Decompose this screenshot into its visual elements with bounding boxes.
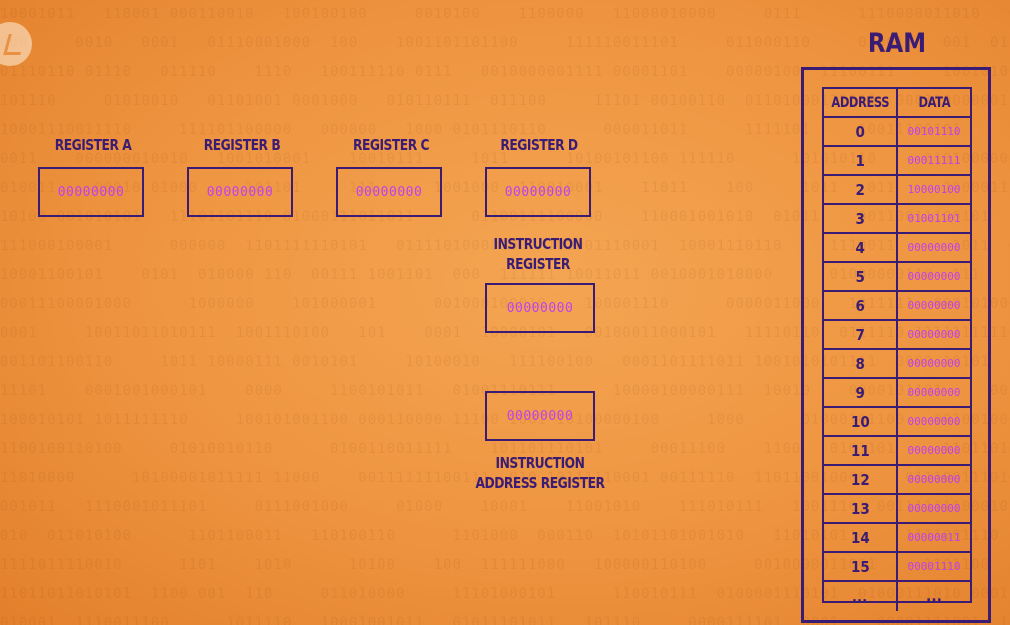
ram-row: 3 01001101	[824, 205, 970, 234]
instruction-address-register-label-line2: ADDRESS REGISTER	[475, 474, 605, 492]
instruction-address-register-label-line1: INSTRUCTION	[495, 454, 585, 472]
ram-row: 1 00011111	[824, 147, 970, 176]
ram-row: 4 00000000	[824, 234, 970, 263]
ram-address-cell: 4	[824, 234, 898, 261]
register-d-value: 00000000	[504, 184, 572, 200]
ram-table: ADDRESS DATA 0 00101110 1 00011111 2 10000100…	[822, 87, 972, 611]
register-d-label: REGISTER D	[500, 136, 578, 154]
ram-address-cell: 12	[824, 466, 898, 493]
register-a-box: 00000000	[38, 167, 144, 217]
ram-data-cell: 00000011	[907, 531, 961, 544]
ram-row: 12 00000000	[824, 466, 970, 495]
register-c-label: REGISTER C	[352, 136, 430, 154]
ram-row: 5 00000000	[824, 263, 970, 292]
ram-data-cell: 00000000	[907, 328, 961, 341]
ram-address-cell: 1	[824, 147, 898, 174]
ram-data-cell: 00000000	[907, 386, 961, 399]
ram-address-cell: 11	[824, 437, 898, 464]
ram-outer-frame	[801, 67, 991, 623]
instruction-register-label-line1: INSTRUCTION	[493, 235, 583, 253]
ram-data-cell: 01001101	[907, 212, 961, 225]
ram-address-cell: 15	[824, 553, 898, 580]
ram-header-address: ADDRESS	[824, 89, 898, 116]
ram-data-cell: 00000000	[907, 415, 961, 428]
register-a-label: REGISTER A	[54, 136, 132, 154]
register-c-value: 00000000	[355, 184, 423, 200]
register-a-value: 00000000	[57, 184, 125, 200]
ram-data-cell: 00101110	[907, 125, 961, 138]
ram-address-cell: 2	[824, 176, 898, 203]
ram-data-cell: 00000000	[907, 357, 961, 370]
ram-row: 8 00000000	[824, 350, 970, 379]
instruction-register-box: 00000000	[485, 283, 595, 333]
ram-data-cell: 00000000	[907, 444, 961, 457]
ram-address-cell: 5	[824, 263, 898, 290]
ram-row: 7 00000000	[824, 321, 970, 350]
ram-address-cell: 6	[824, 292, 898, 319]
ram-row: 2 10000100	[824, 176, 970, 205]
ram-row: 6 00000000	[824, 292, 970, 321]
ram-data-cell: 00000000	[907, 502, 961, 515]
register-d-box: 00000000	[485, 167, 591, 217]
ram-address-cell: 13	[824, 495, 898, 522]
ram-header-row: ADDRESS DATA	[824, 89, 970, 118]
ram-address-cell: 10	[824, 408, 898, 435]
ram-address-cell: ...	[824, 582, 898, 611]
ram-address-cell: 0	[824, 118, 898, 145]
ram-row: 15 00001110	[824, 553, 970, 582]
register-b-label: REGISTER B	[203, 136, 281, 154]
ram-data-cell: 00000000	[907, 270, 961, 283]
ram-data-cell: 00001110	[907, 560, 961, 573]
ram-row: ......	[824, 582, 970, 611]
ram-row: 0 00101110	[824, 118, 970, 147]
ram-data-cell: 00000000	[907, 299, 961, 312]
ram-address-cell: 7	[824, 321, 898, 348]
instruction-address-register-box: 00000000	[485, 391, 595, 441]
register-b-box: 00000000	[187, 167, 293, 217]
register-c-box: 00000000	[336, 167, 442, 217]
ram-address-cell: 9	[824, 379, 898, 406]
ram-data-cell: 00000000	[907, 473, 961, 486]
ram-row: 10 00000000	[824, 408, 970, 437]
ram-row: 13 00000000	[824, 495, 970, 524]
register-b-value: 00000000	[206, 184, 274, 200]
instruction-register-value: 00000000	[506, 300, 574, 316]
instruction-address-register-value: 00000000	[506, 408, 574, 424]
instruction-register-label-line2: REGISTER	[506, 255, 570, 273]
ram-row: 11 00000000	[824, 437, 970, 466]
ram-data-cell: ...	[926, 588, 942, 605]
ram-data-cell: 00011111	[907, 154, 961, 167]
ram-address-cell: 3	[824, 205, 898, 232]
ram-row: 14 00000011	[824, 524, 970, 553]
ram-header-data: DATA	[918, 94, 950, 111]
ram-row: 9 00000000	[824, 379, 970, 408]
ram-data-cell: 00000000	[907, 241, 961, 254]
ram-address-cell: 14	[824, 524, 898, 551]
ram-title: RAM	[867, 28, 927, 59]
ram-data-cell: 10000100	[907, 183, 961, 196]
ram-address-cell: 8	[824, 350, 898, 377]
